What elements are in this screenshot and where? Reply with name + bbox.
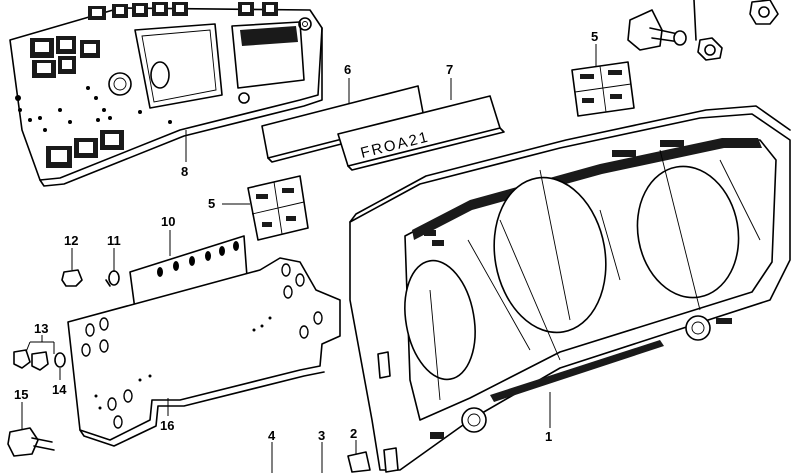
clip-part-2 <box>347 451 371 473</box>
leader-lines <box>21 44 597 473</box>
bulb-part-14 <box>54 352 66 368</box>
bulb-part-11 <box>105 270 120 287</box>
callout-2: 2 <box>350 426 357 441</box>
callout-15: 15 <box>14 387 28 402</box>
callout-1: 1 <box>545 429 552 444</box>
callout-16: 16 <box>160 418 174 433</box>
circuit-board-part-8 <box>9 2 323 187</box>
callout-5-middle: 5 <box>208 196 215 211</box>
bulb-holder-part-13 <box>13 349 49 371</box>
bulb-holder-part-12 <box>61 269 83 287</box>
warning-card-part-5-middle <box>247 175 309 241</box>
callout-3: 3 <box>318 428 325 443</box>
callout-6: 6 <box>344 62 351 77</box>
circuit-plate-part-16 <box>67 257 341 447</box>
warning-card-part-5-upper <box>571 61 635 117</box>
callout-5-upper: 5 <box>591 29 598 44</box>
callout-labels: 1 2 3 4 5 5 6 7 8 10 11 12 13 14 15 16 <box>14 29 598 444</box>
callout-10: 10 <box>161 214 175 229</box>
connector-plug-part-15 <box>7 427 55 457</box>
callout-13: 13 <box>34 321 48 336</box>
callout-7: 7 <box>446 62 453 77</box>
callout-11: 11 <box>107 233 121 248</box>
callout-8: 8 <box>181 164 188 179</box>
callout-4: 4 <box>268 428 276 443</box>
instrument-cluster-part-1 <box>349 105 791 473</box>
callout-14: 14 <box>52 382 67 397</box>
lamp-socket-assembly <box>627 0 779 61</box>
callout-12: 12 <box>64 233 78 248</box>
